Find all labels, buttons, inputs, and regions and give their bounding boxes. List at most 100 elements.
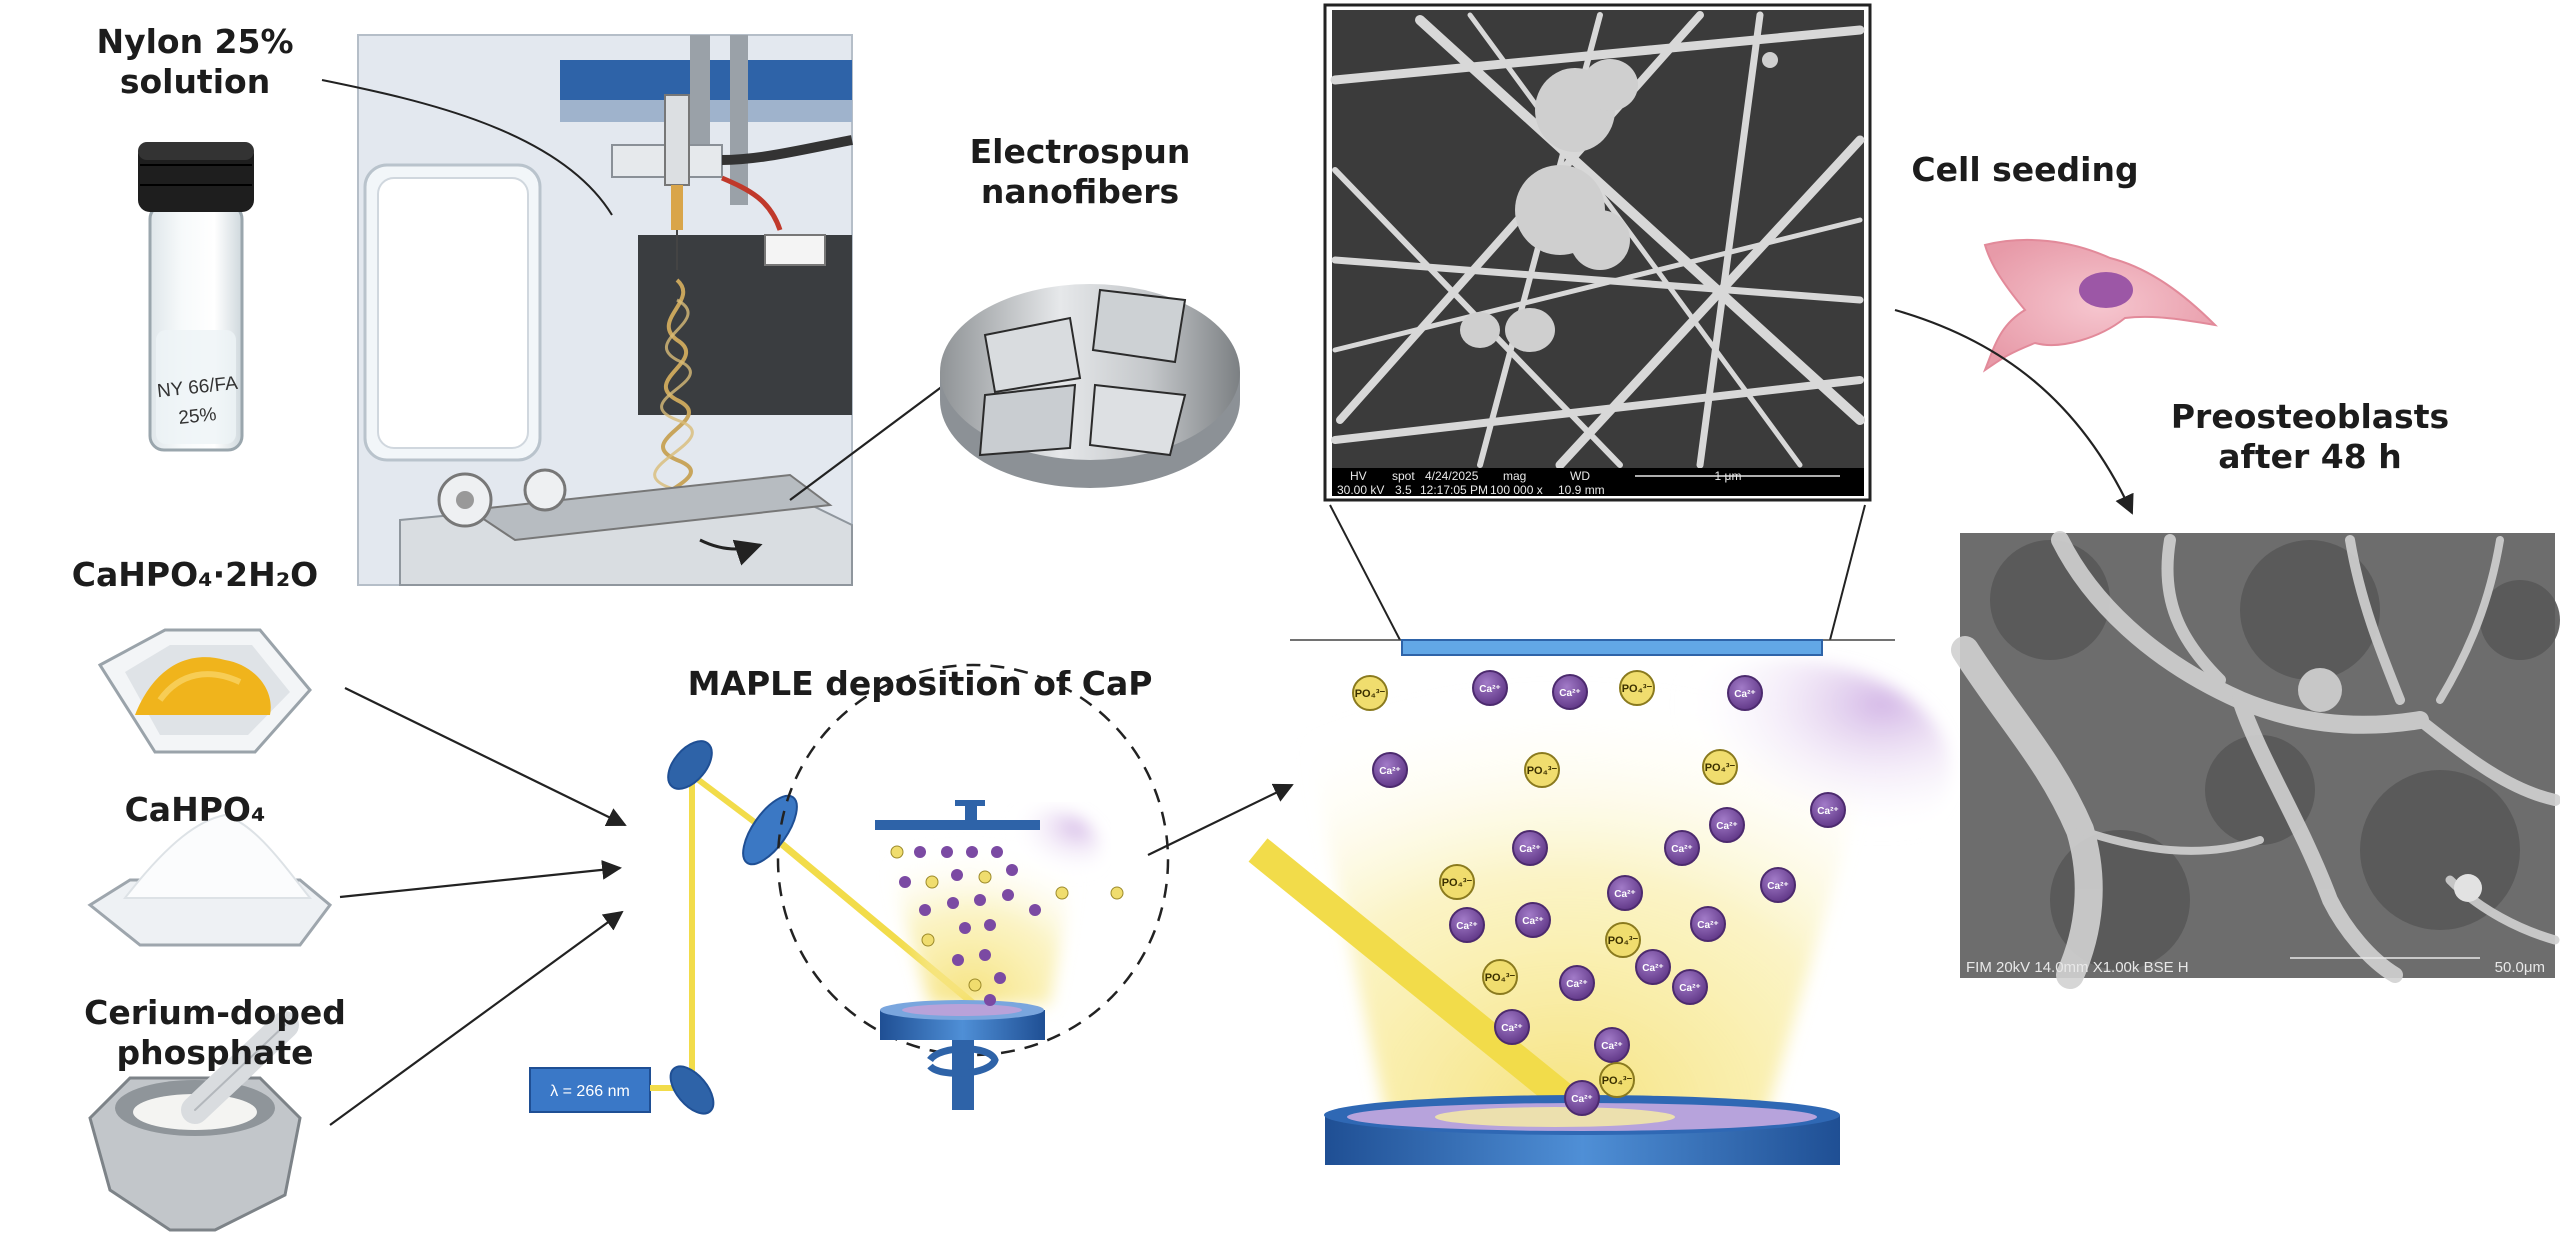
preosteo-label-line2: after 48 h bbox=[2218, 436, 2402, 476]
mini-calcium-ion bbox=[951, 869, 963, 881]
calcium-ion-label: Ca²⁺ bbox=[1522, 916, 1543, 927]
nylon-label-line1: Nylon 25% bbox=[96, 22, 294, 61]
calcium-ion-label: Ca²⁺ bbox=[1519, 844, 1540, 855]
phosphate-ion-label: PO₄³⁻ bbox=[1485, 972, 1516, 984]
cahpo4-dish bbox=[87, 813, 333, 947]
cahpo4-2h2o-dish bbox=[97, 628, 312, 754]
mini-calcium-ion bbox=[914, 846, 926, 858]
sem-mag-label: mag bbox=[1503, 469, 1526, 483]
preosteoblasts-label: Preosteoblasts after 48 h bbox=[2150, 397, 2470, 476]
cell-seeding-label: Cell seeding bbox=[1911, 150, 2139, 189]
calcium-ion: Ca²⁺ bbox=[1515, 902, 1551, 938]
mini-phosphate-ion bbox=[968, 978, 982, 992]
phosphate-ion-label: PO₄³⁻ bbox=[1442, 877, 1473, 889]
phosphate-ion: PO₄³⁻ bbox=[1482, 959, 1518, 995]
mortar-and-pestle bbox=[88, 1011, 302, 1232]
mini-calcium-ion bbox=[1006, 864, 1018, 876]
ion-particles: PO₄³⁻ Ca²⁺ Ca²⁺ PO₄³⁻ Ca²⁺ Ca²⁺ PO₄³⁻ PO₄³⁻ Ca²⁺… bbox=[1352, 670, 1846, 1116]
arrow-cahpo4-2h2o bbox=[344, 687, 627, 827]
electrospun-label-line2: nanofibers bbox=[980, 171, 1180, 211]
sem-mag-value: 100 000 x bbox=[1490, 483, 1543, 497]
calcium-ion: Ca²⁺ bbox=[1607, 875, 1643, 911]
preosteoblast-cell bbox=[1982, 238, 2218, 373]
calcium-ion: Ca²⁺ bbox=[1594, 1027, 1630, 1063]
metal-disc bbox=[940, 284, 1240, 488]
calcium-ion: Ca²⁺ bbox=[1552, 674, 1588, 710]
arrow-cerium bbox=[329, 910, 624, 1126]
mini-phosphate-ion bbox=[921, 933, 935, 947]
calcium-ion: Ca²⁺ bbox=[1559, 965, 1595, 1001]
sem-hv-label: HV bbox=[1350, 469, 1367, 483]
sem-spot-value: 3.5 bbox=[1395, 483, 1412, 497]
sem-hv-value: 30.00 kV bbox=[1337, 483, 1384, 497]
mini-phosphate-ion bbox=[890, 845, 904, 859]
maple-setup bbox=[529, 663, 1170, 1115]
laser-beam bbox=[1248, 838, 1595, 1127]
mini-phosphate-ion bbox=[1055, 886, 1069, 900]
zoom-line-left bbox=[1329, 504, 1401, 641]
sem-spot-label: spot bbox=[1392, 469, 1415, 483]
phosphate-ion-label: PO₄³⁻ bbox=[1602, 1075, 1633, 1087]
vial-label-line2: 25% bbox=[177, 404, 217, 429]
mini-calcium-ion bbox=[994, 972, 1006, 984]
calcium-ion-label: Ca²⁺ bbox=[1501, 1023, 1522, 1034]
electrospun-label-line1: Electrospun bbox=[969, 132, 1191, 171]
mirror-bottom bbox=[669, 1065, 715, 1115]
nylon-connector-line bbox=[321, 79, 613, 216]
phosphate-ion: PO₄³⁻ bbox=[1599, 1062, 1635, 1098]
phosphate-ion: PO₄³⁻ bbox=[1439, 864, 1475, 900]
calcium-ion-label: Ca²⁺ bbox=[1479, 684, 1500, 695]
sem-wd-value: 10.9 mm bbox=[1558, 483, 1605, 497]
calcium-ion-label: Ca²⁺ bbox=[1601, 1041, 1622, 1052]
mini-calcium-ion bbox=[974, 894, 986, 906]
sem-cells-scale: 50.0μm bbox=[2495, 959, 2545, 976]
calcium-ion-label: Ca²⁺ bbox=[1734, 689, 1755, 700]
mini-calcium-ion bbox=[991, 846, 1003, 858]
deposition-chamber: PO₄³⁻ Ca²⁺ Ca²⁺ PO₄³⁻ Ca²⁺ Ca²⁺ PO₄³⁻ PO₄³⁻ Ca²⁺… bbox=[1248, 639, 1950, 1165]
arrow-to-cells bbox=[1894, 308, 2134, 515]
calcium-ion: Ca²⁺ bbox=[1760, 867, 1796, 903]
calcium-ion-label: Ca²⁺ bbox=[1559, 688, 1580, 699]
calcium-ion-label: Ca²⁺ bbox=[1571, 1094, 1592, 1105]
calcium-ion: Ca²⁺ bbox=[1727, 675, 1763, 711]
calcium-ion: Ca²⁺ bbox=[1449, 907, 1485, 943]
calcium-ion-label: Ca²⁺ bbox=[1767, 881, 1788, 892]
arrow-cahpo4 bbox=[339, 859, 622, 899]
mini-particles bbox=[890, 845, 1124, 1006]
substrate bbox=[1401, 639, 1823, 656]
calcium-ion-label: Ca²⁺ bbox=[1379, 766, 1400, 777]
calcium-ion: Ca²⁺ bbox=[1664, 830, 1700, 866]
mini-calcium-ion bbox=[947, 897, 959, 909]
calcium-ion-label: Ca²⁺ bbox=[1456, 921, 1477, 932]
phosphate-ion-label: PO₄³⁻ bbox=[1608, 935, 1639, 947]
calcium-ion-label: Ca²⁺ bbox=[1697, 920, 1718, 931]
zoom-circle bbox=[776, 663, 1170, 1057]
phosphate-ion: PO₄³⁻ bbox=[1619, 670, 1655, 706]
calcium-ion: Ca²⁺ bbox=[1690, 906, 1726, 942]
calcium-ion: Ca²⁺ bbox=[1635, 949, 1671, 985]
calcium-ion-label: Ca²⁺ bbox=[1642, 963, 1663, 974]
calcium-ion-label: Ca²⁺ bbox=[1614, 889, 1635, 900]
calcium-ion-label: Ca²⁺ bbox=[1671, 844, 1692, 855]
mini-phosphate-ion bbox=[925, 875, 939, 889]
calcium-ion-label: Ca²⁺ bbox=[1817, 806, 1838, 817]
mini-calcium-ion bbox=[1029, 904, 1041, 916]
sem-date: 4/24/2025 bbox=[1425, 469, 1479, 483]
phosphate-ion: PO₄³⁻ bbox=[1605, 922, 1641, 958]
calcium-ion: Ca²⁺ bbox=[1512, 830, 1548, 866]
mini-calcium-ion bbox=[959, 922, 971, 934]
phosphate-ion-label: PO₄³⁻ bbox=[1622, 683, 1653, 695]
mini-calcium-ion bbox=[966, 846, 978, 858]
calcium-ion: Ca²⁺ bbox=[1472, 670, 1508, 706]
phosphate-ion-label: PO₄³⁻ bbox=[1705, 762, 1736, 774]
zoom-line-right bbox=[1829, 504, 1866, 641]
mini-calcium-ion bbox=[952, 954, 964, 966]
laser-box bbox=[529, 1067, 651, 1113]
calcium-ion-label: Ca²⁺ bbox=[1716, 821, 1737, 832]
mini-phosphate-ion bbox=[1110, 886, 1124, 900]
calcium-ion: Ca²⁺ bbox=[1709, 807, 1745, 843]
mini-calcium-ion bbox=[919, 904, 931, 916]
nylon-solution-label: Nylon 25% solution bbox=[90, 22, 300, 101]
cerium-label: Cerium-doped phosphate bbox=[84, 993, 346, 1072]
